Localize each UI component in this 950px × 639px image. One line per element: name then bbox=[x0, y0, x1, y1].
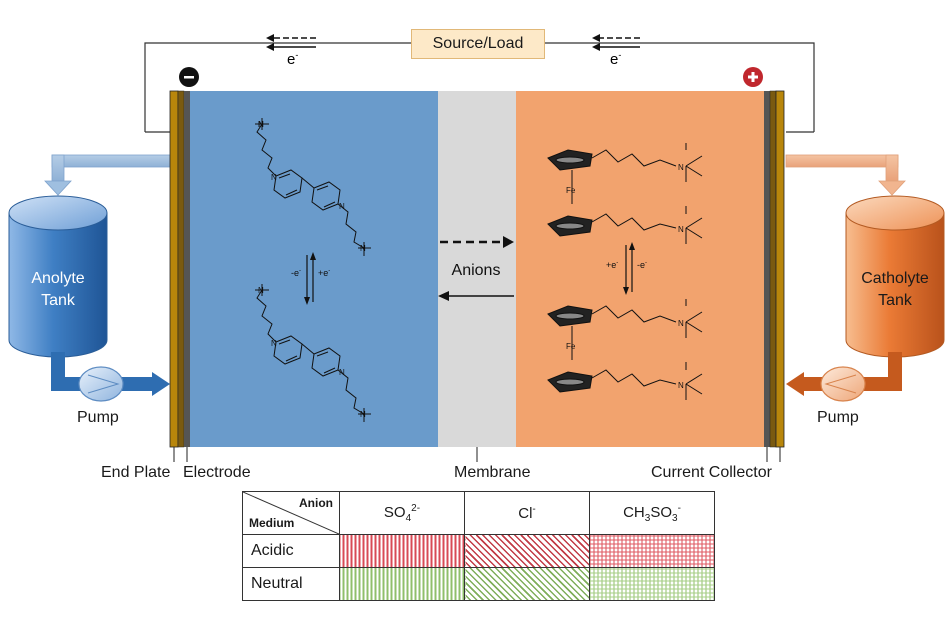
iron-label: Fe bbox=[566, 342, 576, 351]
nitrogen-label: N bbox=[360, 410, 366, 419]
catholyte-redox-left-label: +e- bbox=[606, 260, 618, 270]
left-electrode bbox=[184, 91, 190, 447]
electrode-label: Electrode bbox=[183, 464, 251, 481]
end-plate-label: End Plate bbox=[101, 464, 171, 481]
column-header-chloride: Cl- bbox=[464, 491, 590, 535]
column-header-text: Cl bbox=[518, 505, 533, 522]
nitrogen-label: N bbox=[271, 173, 277, 182]
anion-arrow-backward bbox=[438, 291, 514, 301]
catholyte-tank bbox=[845, 195, 945, 358]
external-circuit-wire bbox=[144, 42, 815, 133]
column-header-text: SO bbox=[383, 503, 406, 521]
column-header-sup: - bbox=[677, 502, 681, 514]
cell-neutral-chloride bbox=[464, 567, 590, 601]
row-header-acidic: Acidic bbox=[242, 534, 340, 568]
cell-acidic-methanesulfonate bbox=[589, 534, 715, 568]
nitrogen-label: N bbox=[258, 120, 264, 129]
anion-medium-table: Anion Medium SO42- Cl- CH3SO3- Acidic Ne… bbox=[242, 491, 715, 601]
electron-label-right: e- bbox=[610, 50, 621, 68]
catholyte-tank-label-line1: Catholyte bbox=[861, 270, 929, 287]
right-current-collector bbox=[764, 91, 770, 447]
anolyte-return-pipe bbox=[44, 154, 171, 196]
electron-arrow-left bbox=[266, 34, 316, 51]
membrane bbox=[438, 91, 516, 447]
electron-label-left: e- bbox=[287, 50, 298, 68]
nitrogen-label: N bbox=[678, 319, 684, 328]
ferrocene-molecule-oxidized bbox=[547, 143, 703, 244]
catholyte-return-pipe bbox=[785, 154, 906, 196]
membrane-label: Membrane bbox=[454, 464, 531, 481]
catholyte-tank-label: Catholyte Tank bbox=[849, 268, 941, 312]
right-pump bbox=[820, 366, 866, 402]
positive-terminal bbox=[743, 67, 763, 87]
anolyte-tank-label: Anolyte Tank bbox=[14, 268, 102, 312]
column-header-sub: 3 bbox=[672, 512, 678, 524]
corner-medium-label: Medium bbox=[249, 516, 295, 530]
current-collector-label: Current Collector bbox=[651, 464, 772, 481]
column-header-sup: 2- bbox=[411, 502, 421, 514]
catholyte-redox-right-label: -e- bbox=[637, 260, 647, 270]
left-pump-label: Pump bbox=[77, 409, 119, 426]
iron-label: Fe bbox=[566, 186, 576, 195]
nitrogen-label: N bbox=[360, 244, 366, 253]
table-header-row: Anion Medium SO42- Cl- CH3SO3- bbox=[242, 491, 715, 535]
anions-label: Anions bbox=[452, 262, 501, 279]
nitrogen-label: N bbox=[678, 163, 684, 172]
table-row-neutral: Neutral bbox=[242, 567, 715, 601]
catholyte-redox-arrows bbox=[623, 242, 635, 295]
column-header-text: SO bbox=[650, 503, 672, 521]
row-header-neutral: Neutral bbox=[242, 567, 340, 601]
anolyte-redox-right-label: +e- bbox=[318, 268, 330, 278]
nitrogen-label: N bbox=[271, 339, 277, 348]
cell-acidic-chloride bbox=[464, 534, 590, 568]
negative-terminal bbox=[179, 67, 199, 87]
nitrogen-label: N bbox=[339, 202, 345, 211]
anion-arrow-forward bbox=[440, 236, 514, 248]
table-row-acidic: Acidic bbox=[242, 534, 715, 568]
anolyte-tank bbox=[8, 195, 108, 358]
source-load-box: Source/Load bbox=[411, 29, 545, 59]
anolyte-redox-left-label: -e- bbox=[291, 268, 301, 278]
anolyte-redox-arrows bbox=[304, 252, 316, 305]
column-header-methanesulfonate: CH3SO3- bbox=[589, 491, 715, 535]
left-pump bbox=[78, 366, 124, 402]
corner-anion-label: Anion bbox=[299, 496, 333, 510]
right-end-plate bbox=[769, 90, 785, 448]
cell-acidic-sulfate bbox=[339, 534, 465, 568]
column-header-text: CH bbox=[623, 503, 645, 521]
viologen-molecule-reduced bbox=[255, 118, 371, 256]
cell-neutral-methanesulfonate bbox=[589, 567, 715, 601]
table-corner-cell: Anion Medium bbox=[242, 491, 340, 535]
anolyte-compartment bbox=[190, 91, 438, 447]
corner-diagonal bbox=[243, 492, 339, 534]
nitrogen-label: N bbox=[258, 286, 264, 295]
anolyte-tank-label-line1: Anolyte bbox=[31, 270, 85, 287]
source-load-label: Source/Load bbox=[432, 35, 524, 52]
nitrogen-label: N bbox=[339, 368, 345, 377]
catholyte-tank-label-line2: Tank bbox=[878, 292, 912, 309]
column-header-sub: 4 bbox=[405, 512, 412, 524]
column-header-sup: - bbox=[532, 504, 536, 515]
right-pump-label: Pump bbox=[817, 409, 859, 426]
anolyte-tank-label-line2: Tank bbox=[41, 292, 75, 309]
cell-neutral-sulfate bbox=[339, 567, 465, 601]
column-header-sulfate: SO42- bbox=[339, 491, 465, 535]
label-pointer-lines bbox=[173, 447, 781, 462]
left-end-plate bbox=[169, 90, 185, 448]
nitrogen-label: N bbox=[678, 225, 684, 234]
nitrogen-label: N bbox=[678, 381, 684, 390]
electron-arrow-right bbox=[592, 34, 640, 51]
column-header-sub: 3 bbox=[644, 512, 651, 524]
